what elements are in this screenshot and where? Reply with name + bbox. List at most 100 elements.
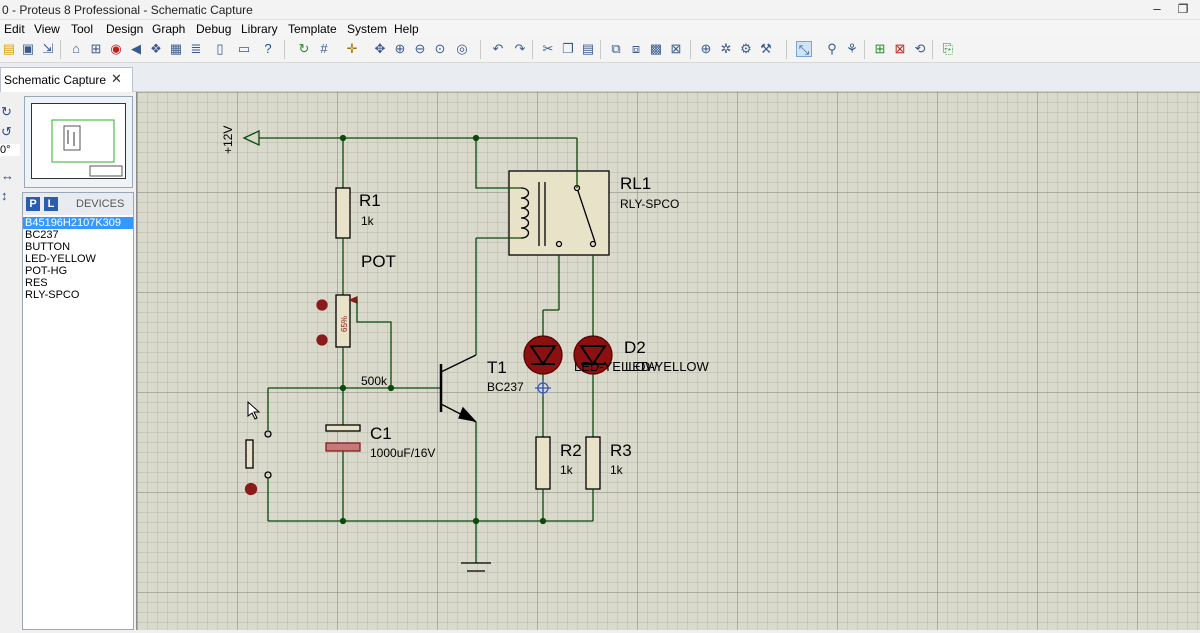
pot-decrement-control[interactable] bbox=[316, 334, 328, 346]
rotate-anticlockwise-icon[interactable]: ↺ bbox=[1, 124, 12, 139]
menu-library[interactable]: Library bbox=[241, 22, 278, 36]
d2-ref: D2 bbox=[624, 338, 646, 357]
schematic-canvas[interactable]: +12V R1 1k POT 500k 65% C1 1000uF/16V T1… bbox=[136, 92, 1200, 630]
child-sheet-icon[interactable]: ⟲ bbox=[914, 41, 926, 56]
zoom-in-icon[interactable]: ⊕ bbox=[394, 41, 406, 56]
device-item[interactable]: B45196H2107K309 bbox=[23, 217, 133, 229]
window-title: 0 - Proteus 8 Professional - Schematic C… bbox=[2, 3, 253, 17]
open-icon[interactable]: ▤ bbox=[2, 41, 16, 56]
overview-window[interactable] bbox=[24, 96, 133, 188]
stop-icon[interactable]: ◉ bbox=[110, 41, 122, 56]
device-item[interactable]: RLY-SPCO bbox=[25, 289, 80, 301]
capacitor-c1[interactable] bbox=[325, 424, 361, 432]
cut-icon[interactable]: ✂ bbox=[542, 41, 554, 56]
pan-icon[interactable]: ✥ bbox=[374, 41, 386, 56]
button-control[interactable] bbox=[244, 482, 258, 496]
help-icon[interactable]: ? bbox=[264, 41, 272, 56]
zoom-all-icon[interactable]: ⊙ bbox=[434, 41, 446, 56]
redo-icon[interactable]: ↷ bbox=[514, 41, 526, 56]
new-sheet-icon[interactable]: ⊞ bbox=[874, 41, 886, 56]
rotation-angle-field[interactable]: 0° bbox=[0, 144, 20, 156]
menu-help[interactable]: Help bbox=[394, 22, 419, 36]
origin-icon[interactable]: ✛ bbox=[346, 41, 358, 56]
minimize-icon[interactable]: – bbox=[1153, 1, 1161, 16]
rl1-ref: RL1 bbox=[620, 174, 651, 193]
zoom-area-icon[interactable]: ◎ bbox=[456, 41, 468, 56]
back-icon[interactable]: ◀ bbox=[131, 41, 141, 56]
maximize-icon[interactable]: ❐ bbox=[1177, 2, 1189, 16]
block-copy-icon[interactable]: ⧉ bbox=[611, 41, 621, 56]
bom-icon[interactable]: ≣ bbox=[190, 41, 202, 56]
property-tool-icon[interactable]: ⚘ bbox=[846, 41, 858, 56]
menu-design[interactable]: Design bbox=[106, 22, 144, 36]
block-move-icon[interactable]: ⧈ bbox=[631, 41, 641, 56]
push-button[interactable] bbox=[245, 439, 254, 469]
menu-debug[interactable]: Debug bbox=[196, 22, 232, 36]
devices-panel: P L DEVICES B45196H2107K309 BC237 BUTTON… bbox=[22, 192, 134, 630]
tab-schematic-capture[interactable]: Schematic Capture ✕ bbox=[0, 67, 133, 92]
copy-icon[interactable]: ❐ bbox=[562, 41, 574, 56]
toolbar: ▤ ▣ ⇲ ⌂ ⊞ ◉ ◀ ❖ ▦ ≣ ▯ ▭ ? ↻ # ✛ ✥ ⊕ ⊖ ⊙ … bbox=[0, 37, 1200, 63]
component-icon[interactable]: ⊞ bbox=[90, 41, 102, 56]
menu-edit[interactable]: Edit bbox=[4, 22, 25, 36]
device-item[interactable]: LED-YELLOW bbox=[25, 253, 96, 265]
decompose-icon[interactable]: ⚒ bbox=[760, 41, 772, 56]
rotate-clockwise-icon[interactable]: ↻ bbox=[1, 104, 12, 119]
document-icon[interactable]: ▯ bbox=[216, 41, 224, 56]
resistor-r3[interactable] bbox=[585, 436, 601, 490]
make-device-icon[interactable]: ✲ bbox=[720, 41, 732, 56]
device-item[interactable]: BC237 bbox=[25, 229, 59, 241]
menu-tool[interactable]: Tool bbox=[71, 22, 94, 36]
pick-device-icon[interactable]: ⊕ bbox=[700, 41, 712, 56]
device-item[interactable]: BUTTON bbox=[25, 241, 71, 253]
device-item[interactable]: POT-HG bbox=[25, 265, 68, 277]
pick-devices-button[interactable]: P bbox=[26, 197, 40, 211]
remove-sheet-icon[interactable]: ⊠ bbox=[894, 41, 906, 56]
resistor-r1[interactable] bbox=[335, 187, 351, 239]
pot-increment-control[interactable] bbox=[316, 299, 328, 311]
power-terminal-12v[interactable] bbox=[242, 129, 343, 147]
menu-view[interactable]: View bbox=[34, 22, 60, 36]
mirror-x-icon[interactable]: ↔ bbox=[1, 168, 14, 183]
rl1-value: RLY-SPCO bbox=[620, 197, 679, 211]
menu-bar: Edit View Tool Design Graph Debug Librar… bbox=[0, 20, 1200, 37]
block-delete-icon[interactable]: ⊠ bbox=[670, 41, 682, 56]
wire-autorouter-icon[interactable]: ⤡ bbox=[796, 41, 812, 57]
paste-icon[interactable]: ▤ bbox=[581, 41, 595, 56]
overview-preview bbox=[51, 119, 123, 177]
orientation-toolbar: ↻ ↺ 0° ↔ ↕ bbox=[0, 92, 22, 630]
package-icon[interactable]: ⚙ bbox=[740, 41, 752, 56]
led-d1[interactable] bbox=[523, 335, 563, 375]
library-manager-button[interactable]: L bbox=[44, 197, 58, 211]
menu-template[interactable]: Template bbox=[288, 22, 337, 36]
transistor-t1[interactable] bbox=[439, 354, 477, 423]
devices-label: DEVICES bbox=[76, 198, 125, 210]
t1-value: BC237 bbox=[487, 380, 524, 394]
home-icon[interactable]: ⌂ bbox=[72, 41, 80, 56]
tab-label: Schematic Capture bbox=[4, 73, 107, 87]
netlist-icon[interactable]: ⎘ bbox=[942, 41, 954, 56]
devices-header: P L DEVICES bbox=[23, 193, 133, 215]
mirror-y-icon[interactable]: ↕ bbox=[1, 188, 8, 203]
search-icon[interactable]: ⚲ bbox=[827, 41, 837, 56]
r1-ref: R1 bbox=[359, 191, 381, 210]
grid-icon[interactable]: # bbox=[320, 41, 328, 56]
relay-rl1[interactable] bbox=[508, 170, 610, 256]
gallery-icon[interactable]: ❖ bbox=[150, 41, 162, 56]
import-icon[interactable]: ⇲ bbox=[42, 41, 54, 56]
mouse-pointer-icon bbox=[247, 400, 261, 420]
refresh-icon[interactable]: ↻ bbox=[298, 41, 310, 56]
menu-system[interactable]: System bbox=[347, 22, 388, 36]
device-item[interactable]: RES bbox=[25, 277, 48, 289]
led-d2[interactable] bbox=[573, 335, 613, 375]
undo-icon[interactable]: ↶ bbox=[492, 41, 504, 56]
pcb-icon[interactable]: ▦ bbox=[169, 41, 183, 56]
zoom-out-icon[interactable]: ⊖ bbox=[414, 41, 426, 56]
close-icon[interactable]: ✕ bbox=[111, 71, 122, 86]
notes-icon[interactable]: ▭ bbox=[237, 41, 251, 56]
resistor-r2[interactable] bbox=[535, 436, 551, 490]
menu-graph[interactable]: Graph bbox=[152, 22, 186, 36]
save-icon[interactable]: ▣ bbox=[21, 41, 35, 56]
r1-value: 1k bbox=[361, 214, 375, 228]
block-rotate-icon[interactable]: ▩ bbox=[649, 41, 663, 56]
